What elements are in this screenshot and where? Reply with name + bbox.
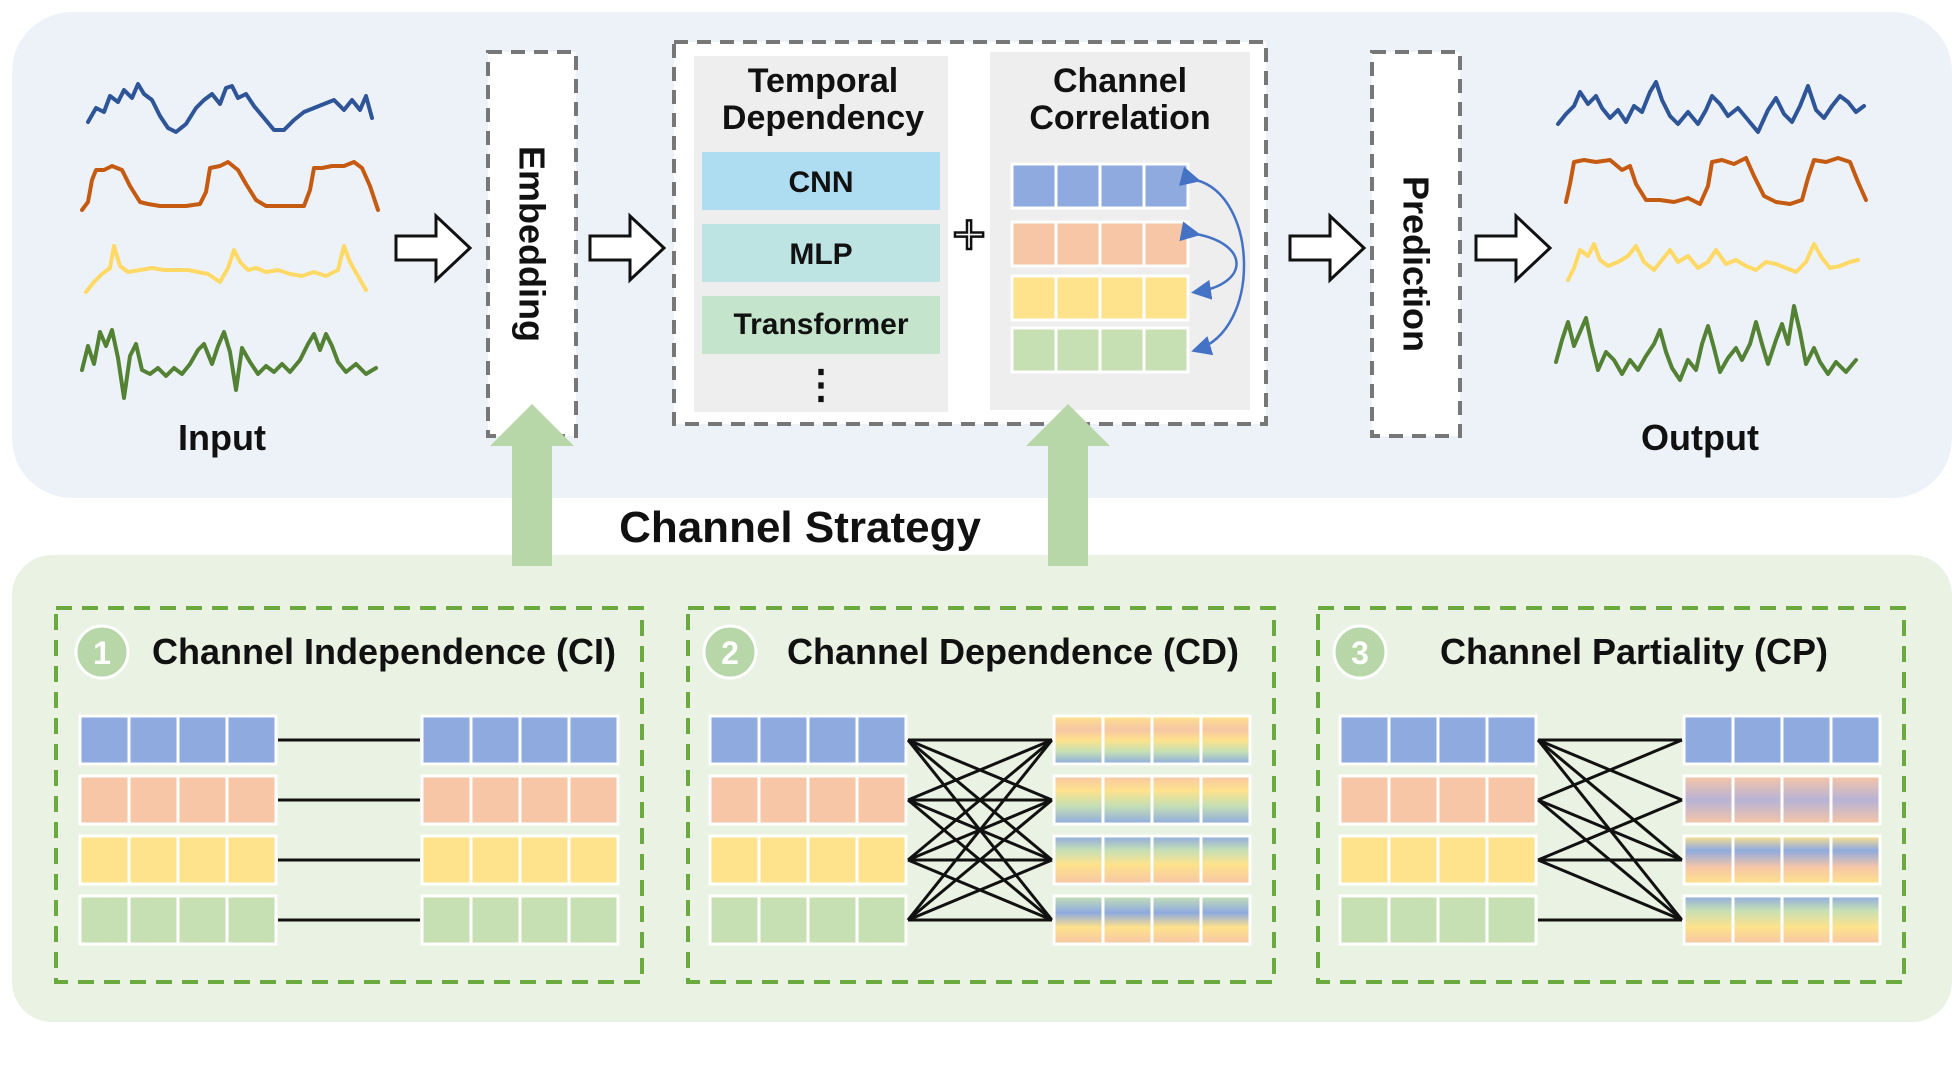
strategy-panel [12,555,1952,1022]
temporal-title-line1: Temporal [748,62,899,100]
cp-in-orange [1338,774,1538,826]
channel-title-line2: Correlation [1029,99,1210,137]
ci-number-badge [74,624,130,680]
cnn-label: CNN [789,166,854,199]
cp-label: Channel Partiality (CP) [1440,631,1828,672]
cd-out-row-4 [1052,894,1252,946]
cd-number: 2 [721,635,739,671]
ci-out-yellow [420,834,620,886]
ci-panel [54,606,644,984]
ci-out-blue [420,714,620,766]
input-series-yellow [84,244,368,294]
arrow-backbone-to-prediction [1288,212,1367,284]
ci-in-blue [78,714,278,766]
cp-out-blue [1682,714,1882,766]
output-series-yellow [1566,242,1860,282]
ci-in-orange [78,774,278,826]
ci-in-green [78,894,278,946]
strategy-arrow-to-embedding [490,404,574,566]
output-label: Output [1641,417,1759,458]
corr-row-green [1010,326,1190,374]
ci-out-green [420,894,620,946]
cd-out-row-3 [1052,834,1252,886]
input-series-orange [80,160,380,212]
cp-in-green [1338,894,1538,946]
arrow-prediction-to-output [1474,212,1553,284]
cp-out-row-3 [1682,834,1882,886]
cd-label: Channel Dependence (CD) [787,631,1239,672]
prediction-block [1370,50,1462,438]
corr-arrow-inner [1179,221,1238,300]
arrow-input-to-embedding [394,212,473,284]
strategy-arrow-to-channel-correlation [1026,404,1110,566]
cd-input-rows [708,714,908,946]
cd-output-rows [1052,714,1252,946]
channel-title-line1: Channel [1053,62,1187,100]
cd-in-green [708,894,908,946]
cnn-block [702,152,940,210]
cp-number-badge [1332,624,1388,680]
embedding-block [486,50,578,438]
correlation-channel-rows [1010,162,1190,374]
embedding-label: Embedding [512,146,553,342]
cd-out-row-1 [1052,714,1252,766]
ci-input-rows [78,714,278,946]
corr-row-orange [1010,220,1190,268]
cd-in-blue [708,714,908,766]
cp-out-row-2 [1682,774,1882,826]
cp-in-yellow [1338,834,1538,886]
input-series-green [80,328,378,400]
cd-in-yellow [708,834,908,886]
ci-number: 1 [93,635,111,671]
transformer-label: Transformer [733,308,908,341]
transformer-block [702,296,940,354]
corr-row-blue [1010,162,1190,210]
ci-in-yellow [78,834,278,886]
ci-out-orange [420,774,620,826]
cp-number: 3 [1351,635,1369,671]
correlation-arrows [1178,166,1246,356]
strategy-title: Channel Strategy [619,503,981,552]
cd-in-orange [708,774,908,826]
cd-links [906,738,1054,922]
cp-panel [1316,606,1906,984]
cd-out-row-2 [1052,774,1252,826]
cd-number-badge [702,624,758,680]
output-series-green [1554,304,1858,382]
ci-label: Channel Independence (CI) [152,631,616,672]
cd-panel [686,606,1276,984]
prediction-label: Prediction [1396,176,1437,352]
output-series-blue [1556,80,1866,134]
output-series-orange [1564,156,1868,206]
cp-links [1536,738,1684,922]
input-series-group [80,82,380,400]
temporal-title-line2: Dependency [722,99,924,137]
corr-row-yellow [1010,274,1190,322]
cp-output-rows [1682,714,1882,946]
input-series-blue [86,82,374,134]
output-series-group [1554,80,1868,382]
mlp-label: MLP [789,238,852,271]
mlp-block [702,224,940,282]
ci-links [278,738,420,922]
corr-arrow-outer [1178,166,1246,356]
input-label: Input [178,417,266,458]
ci-output-rows [420,714,620,946]
cp-out-row-4 [1682,894,1882,946]
arrow-embedding-to-backbone [588,212,667,284]
plus-symbol: + [952,202,986,267]
cp-in-blue [1338,714,1538,766]
more-models-ellipsis: ⋮ [801,363,841,407]
cp-input-rows [1338,714,1538,946]
